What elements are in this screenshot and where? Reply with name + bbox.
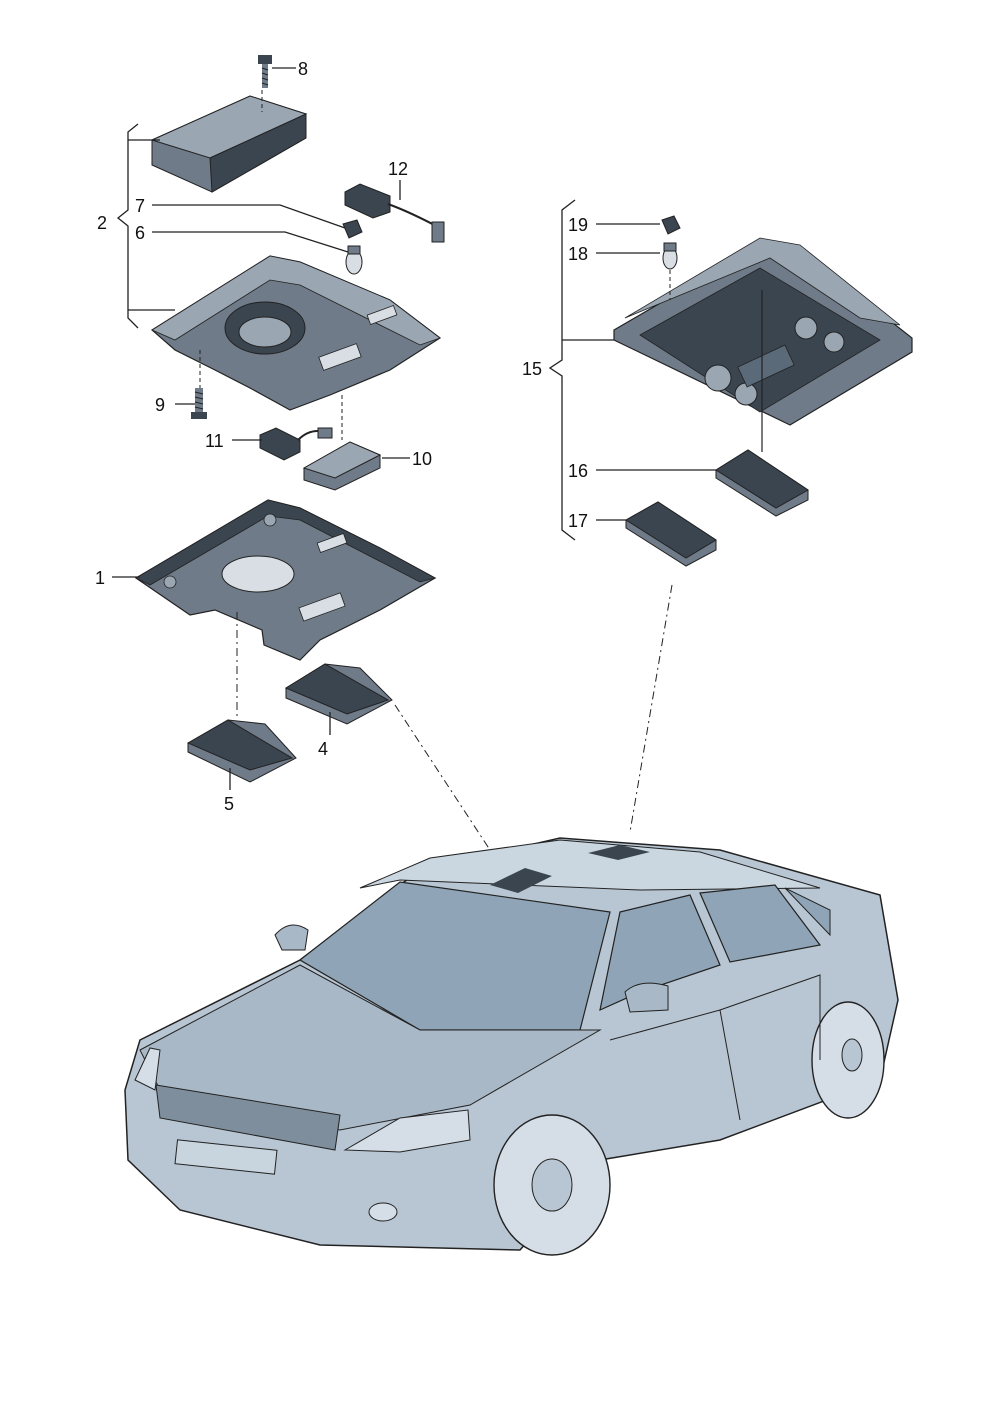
reading-lamp — [302, 441, 382, 491]
callout-18: 18 — [568, 244, 588, 264]
bulb-holder-icon — [342, 219, 363, 239]
bulb-icon — [345, 245, 363, 275]
screw-icon — [191, 388, 207, 419]
callout-10: 10 — [412, 449, 432, 469]
interior-lamp — [715, 449, 809, 517]
callout-9: 9 — [155, 395, 165, 415]
bulb-holder-icon — [661, 215, 681, 235]
callout-16: 16 — [568, 461, 588, 481]
callout-12: 12 — [388, 159, 408, 179]
interior-lamp — [186, 719, 297, 783]
interior-lamp — [284, 663, 393, 725]
callout-8: 8 — [298, 59, 308, 79]
roof-module-frame — [150, 255, 442, 411]
control-module-housing — [150, 90, 308, 193]
bulb-icon — [662, 242, 678, 270]
callout-7: 7 — [135, 196, 145, 216]
connector-icon — [259, 427, 333, 461]
callout-17: 17 — [568, 511, 588, 531]
interior-lamp — [625, 501, 717, 567]
callout-15: 15 — [522, 359, 542, 379]
roof-trim-panel — [134, 499, 437, 661]
callout-2: 2 — [97, 213, 107, 233]
wiring-harness-icon — [344, 183, 445, 243]
callout-6: 6 — [135, 223, 145, 243]
callout-11: 11 — [205, 431, 224, 451]
callout-5: 5 — [224, 794, 234, 814]
screw-icon — [258, 55, 272, 88]
callout-4: 4 — [318, 739, 328, 759]
callout-1: 1 — [95, 568, 105, 588]
callout-19: 19 — [568, 215, 588, 235]
car-illustration — [124, 837, 899, 1256]
overhead-console — [613, 237, 913, 426]
